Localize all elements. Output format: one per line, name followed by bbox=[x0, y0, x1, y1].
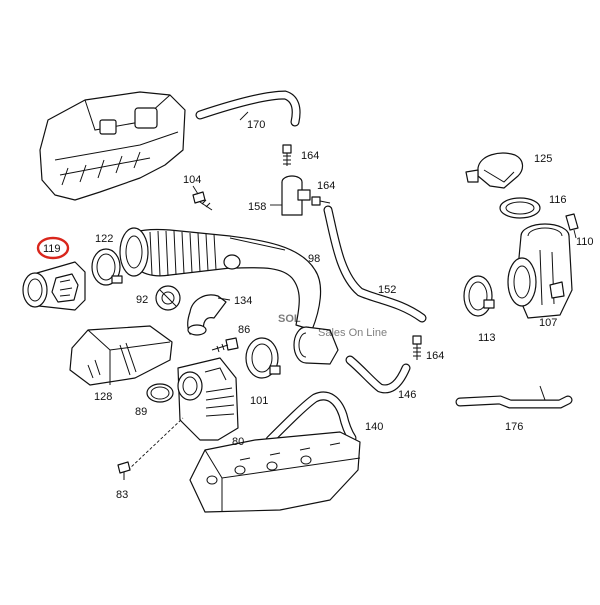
callout-152: 152 bbox=[378, 284, 396, 296]
watermark-tagline: Sales On Line bbox=[318, 327, 387, 339]
callout-164-top: 164 bbox=[301, 150, 319, 162]
callout-128: 128 bbox=[94, 391, 112, 403]
air-mass-sensor-119 bbox=[22, 261, 86, 311]
intake-coupling bbox=[293, 326, 339, 365]
callout-83: 83 bbox=[116, 489, 128, 501]
sensor-92 bbox=[155, 285, 181, 311]
hose-146 bbox=[345, 355, 411, 394]
ring-116 bbox=[499, 197, 541, 219]
hose-clamp-122 bbox=[91, 248, 123, 286]
callout-89: 89 bbox=[135, 406, 147, 418]
callout-158: 158 bbox=[248, 201, 266, 213]
screw-164-mid bbox=[311, 196, 331, 206]
callout-140: 140 bbox=[365, 421, 383, 433]
callout-125: 125 bbox=[534, 153, 552, 165]
bolt-104 bbox=[192, 185, 213, 211]
hose-clamp-101 bbox=[245, 337, 281, 379]
callout-104: 104 bbox=[183, 174, 201, 186]
callout-107: 107 bbox=[539, 317, 557, 329]
callout-86: 86 bbox=[238, 324, 250, 336]
air-filter-housing-128 bbox=[69, 325, 173, 386]
hose-140 bbox=[265, 391, 357, 445]
screw-83 bbox=[117, 417, 184, 480]
o-ring-89 bbox=[146, 383, 174, 403]
pipe-176 bbox=[455, 385, 573, 409]
hose-152 bbox=[323, 205, 427, 323]
callout-146: 146 bbox=[398, 389, 416, 401]
fitting-158 bbox=[270, 175, 311, 216]
watermark-logo: SOL bbox=[278, 313, 301, 325]
elbow-hose-134 bbox=[187, 294, 231, 336]
callout-122: 122 bbox=[95, 233, 113, 245]
air-intake-duct-98 bbox=[119, 227, 322, 331]
callout-164-mid: 164 bbox=[317, 180, 335, 192]
screw-164-top bbox=[282, 144, 292, 166]
highlight-ring bbox=[36, 236, 70, 260]
intake-pipe-107 bbox=[507, 223, 573, 319]
screw-164-right bbox=[412, 335, 422, 360]
callout-80: 80 bbox=[232, 436, 244, 448]
bolt-86 bbox=[211, 337, 239, 353]
watermark: SOL Sales On Line bbox=[278, 313, 387, 339]
cylinder-head bbox=[189, 431, 361, 513]
callout-164-right: 164 bbox=[426, 350, 444, 362]
callout-170: 170 bbox=[247, 119, 265, 131]
callout-92: 92 bbox=[136, 294, 148, 306]
clamp-125 bbox=[465, 152, 524, 189]
valve-cover bbox=[39, 91, 186, 201]
callout-110: 110 bbox=[576, 236, 594, 248]
callout-119: 119 bbox=[43, 243, 61, 255]
callout-116: 116 bbox=[549, 194, 567, 206]
hose-170 bbox=[195, 90, 301, 127]
callout-176: 176 bbox=[505, 421, 523, 433]
callout-98: 98 bbox=[308, 253, 320, 265]
callout-113: 113 bbox=[478, 332, 496, 344]
sensor-110 bbox=[565, 213, 579, 239]
hose-clamp-113 bbox=[463, 275, 495, 317]
throttle-body-80 bbox=[177, 357, 239, 441]
callout-101: 101 bbox=[250, 395, 268, 407]
callout-labels: 170 164 104 164 158 122 98 92 134 152 86… bbox=[36, 119, 594, 501]
callout-134: 134 bbox=[234, 295, 252, 307]
